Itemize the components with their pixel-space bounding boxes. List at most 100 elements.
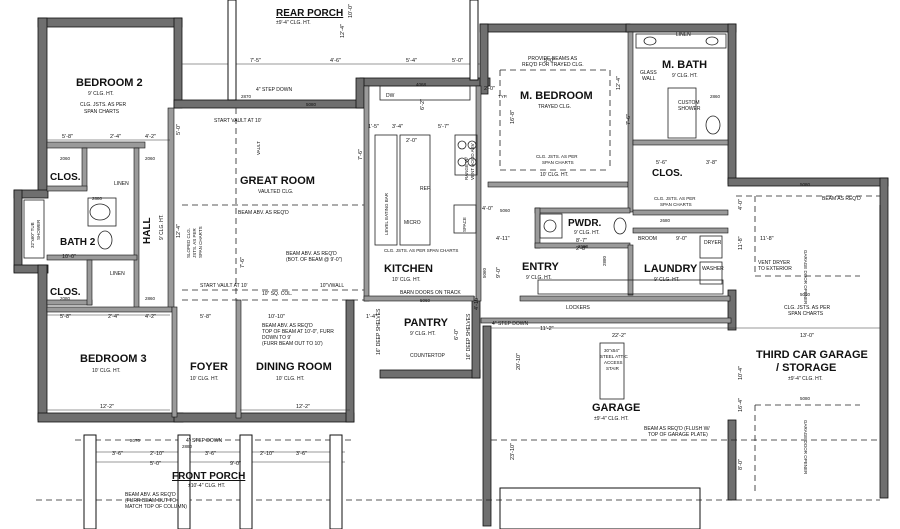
note-wall-10: 10"VWALL bbox=[320, 283, 344, 289]
wall-pantry-right bbox=[471, 299, 481, 379]
fixtures bbox=[23, 33, 727, 400]
room-pwdr-name: PWDR. bbox=[568, 218, 602, 229]
mbath-toilet bbox=[705, 115, 721, 135]
note-clg-jsts-closm: CLG. JSTS. AS PER bbox=[654, 196, 696, 201]
dim-d17: 10'-10" bbox=[268, 314, 285, 320]
room-great-room-name: GREAT ROOM bbox=[240, 175, 315, 187]
wall-bed3-left bbox=[37, 264, 48, 421]
note-garage-beam-1: BEAM AS REQ'D (FLUSH W/ bbox=[644, 426, 710, 432]
dim-d3: 5'-4" bbox=[406, 58, 417, 64]
dim-d50: 20'-10" bbox=[516, 353, 522, 370]
note-linen-mbath: LINEN bbox=[676, 32, 691, 38]
room-linen-bath-name: LINEN bbox=[114, 181, 129, 187]
plan-notes: START VAULT AT 10' START VAULT AT 10' 4"… bbox=[30, 32, 861, 510]
dim-d44: 6'-2" bbox=[420, 99, 426, 110]
dim-d22: 3'-6" bbox=[205, 451, 216, 457]
dim-d1: 7'-5" bbox=[250, 58, 261, 64]
dim-d7: 5'-8" bbox=[62, 134, 73, 140]
wall-lockers bbox=[519, 295, 731, 302]
dim-d36: 1'-5" bbox=[368, 124, 379, 130]
wall-hall-left bbox=[133, 147, 140, 309]
wall-garage-top bbox=[480, 317, 732, 324]
kitchen-counter-top bbox=[379, 85, 471, 101]
wall-kitchen-left-top bbox=[355, 77, 365, 109]
dim-d13: 5'-8" bbox=[60, 314, 71, 320]
dim-d38: 5'-6" bbox=[656, 160, 667, 166]
washer-box bbox=[699, 261, 723, 285]
room-foyer-ceiling: 10' CLG. HT. bbox=[190, 376, 218, 382]
dryer-box bbox=[699, 235, 723, 259]
note-deep-shelves-2: 16" DEEP SHELVES bbox=[466, 313, 472, 360]
door-code-c9: 2880 bbox=[182, 444, 193, 449]
wall-bed2-top bbox=[37, 17, 183, 28]
burner-3 bbox=[457, 157, 467, 167]
wall-kitchen-right bbox=[475, 85, 482, 302]
dim-d19: 12'-2" bbox=[296, 404, 310, 410]
dim-d20: 3'-6" bbox=[112, 451, 123, 457]
dim-d33: 2'-0" bbox=[484, 86, 495, 92]
dim-d40: 16'-8" bbox=[510, 110, 516, 124]
dim-d51: 10'-4" bbox=[738, 366, 744, 380]
kitchen-range bbox=[454, 134, 478, 176]
wall-great-top bbox=[173, 99, 365, 109]
dim-d4: 5'-0" bbox=[452, 58, 463, 64]
room-bedroom2-ceiling: 9' CLG. HT. bbox=[88, 91, 114, 97]
note-access-stair-2: STEEL ATTIC bbox=[600, 354, 629, 359]
wall-third-left-bottom bbox=[727, 419, 737, 501]
dim-d32: 4'-11" bbox=[496, 236, 510, 242]
note-vent-dryer-2: TO EXTERIOR bbox=[758, 266, 792, 272]
door-codes: 2870 5080 4068 2060 2060 2880 2080 2860 … bbox=[60, 82, 811, 449]
dim-d2: 4'-6" bbox=[330, 58, 341, 64]
door-code-c19: 5060 bbox=[482, 267, 487, 278]
note-garage-door-opener-1: GARAGE DOOR OPENER bbox=[803, 250, 808, 305]
room-bedroom3-ceiling: 10' CLG. HT. bbox=[92, 368, 120, 374]
note-washer: WASHER bbox=[702, 266, 724, 272]
door-code-c8: 2860 bbox=[145, 296, 156, 301]
wall-mbed-bottom bbox=[487, 181, 629, 188]
wall-pantry-top bbox=[363, 295, 475, 302]
note-shower-label2: SHOWER bbox=[36, 219, 41, 240]
dim-d39: 3'-8" bbox=[706, 160, 717, 166]
plan-dimensions: 7'-5" 4'-6" 5'-4" 5'-0" 12'-4" 10'-0" 5'… bbox=[60, 4, 814, 470]
dim-d54: 23'-10" bbox=[510, 443, 516, 460]
note-barn-doors: BARN DOORS ON TRACK bbox=[400, 290, 461, 296]
dim-d6: 10'-0" bbox=[348, 4, 354, 18]
door-code-c5: 2060 bbox=[145, 156, 156, 161]
note-access-stair-3: ACCESS bbox=[604, 360, 623, 365]
room-m-bedroom-ceiling: TRAYED CLG. bbox=[538, 104, 571, 110]
kitchen-island bbox=[399, 134, 431, 246]
note-deep-shelves-1: 16" DEEP SHELVES bbox=[376, 308, 382, 355]
dim-d56: 9'-0" bbox=[496, 267, 502, 278]
dim-d52: 16'-4" bbox=[738, 398, 744, 412]
pwdr-sink bbox=[539, 213, 563, 239]
wall-bath2-bottom bbox=[46, 254, 138, 261]
room-entry-name: ENTRY bbox=[522, 261, 560, 273]
room-bedroom2-name: BEDROOM 2 bbox=[76, 77, 143, 89]
dim-d11: 10'-0" bbox=[62, 254, 76, 260]
room-garage-name: GARAGE bbox=[592, 402, 640, 414]
dim-d43: 2'-0" bbox=[406, 138, 417, 144]
room-clos-lower-name: CLOS. bbox=[50, 287, 81, 298]
dim-d23: 2'-10" bbox=[260, 451, 274, 457]
room-dining-ceiling: 10' CLG. HT. bbox=[276, 376, 304, 382]
mbath-sink-1 bbox=[643, 36, 657, 46]
wall-mbath-bottom bbox=[632, 139, 729, 146]
wall-clos-lower-right bbox=[86, 259, 93, 306]
door-code-c16: 2680 bbox=[578, 244, 589, 249]
wall-master-top bbox=[479, 23, 631, 33]
wall-mbath-right bbox=[727, 23, 737, 185]
door-code-c3: 4068 bbox=[416, 82, 427, 87]
note-glass-wall2: WALL bbox=[642, 76, 656, 82]
dim-d26: 9'-0" bbox=[230, 461, 241, 467]
note-step-down-rear: 4" STEP DOWN bbox=[256, 87, 293, 93]
wall-mbath-top bbox=[625, 23, 737, 33]
note-step-down-front: 4" STEP DOWN bbox=[186, 438, 223, 444]
wall-dining-right bbox=[345, 299, 355, 423]
note-garage-clg-1: CLG. JSTS. AS PER bbox=[784, 305, 831, 311]
dim-d24: 3'-6" bbox=[296, 451, 307, 457]
wall-hall-right bbox=[167, 107, 175, 309]
dim-d42: 4'-0" bbox=[738, 199, 744, 210]
door-code-c10: 2070 bbox=[130, 438, 141, 443]
wall-mbed-right bbox=[627, 31, 634, 213]
